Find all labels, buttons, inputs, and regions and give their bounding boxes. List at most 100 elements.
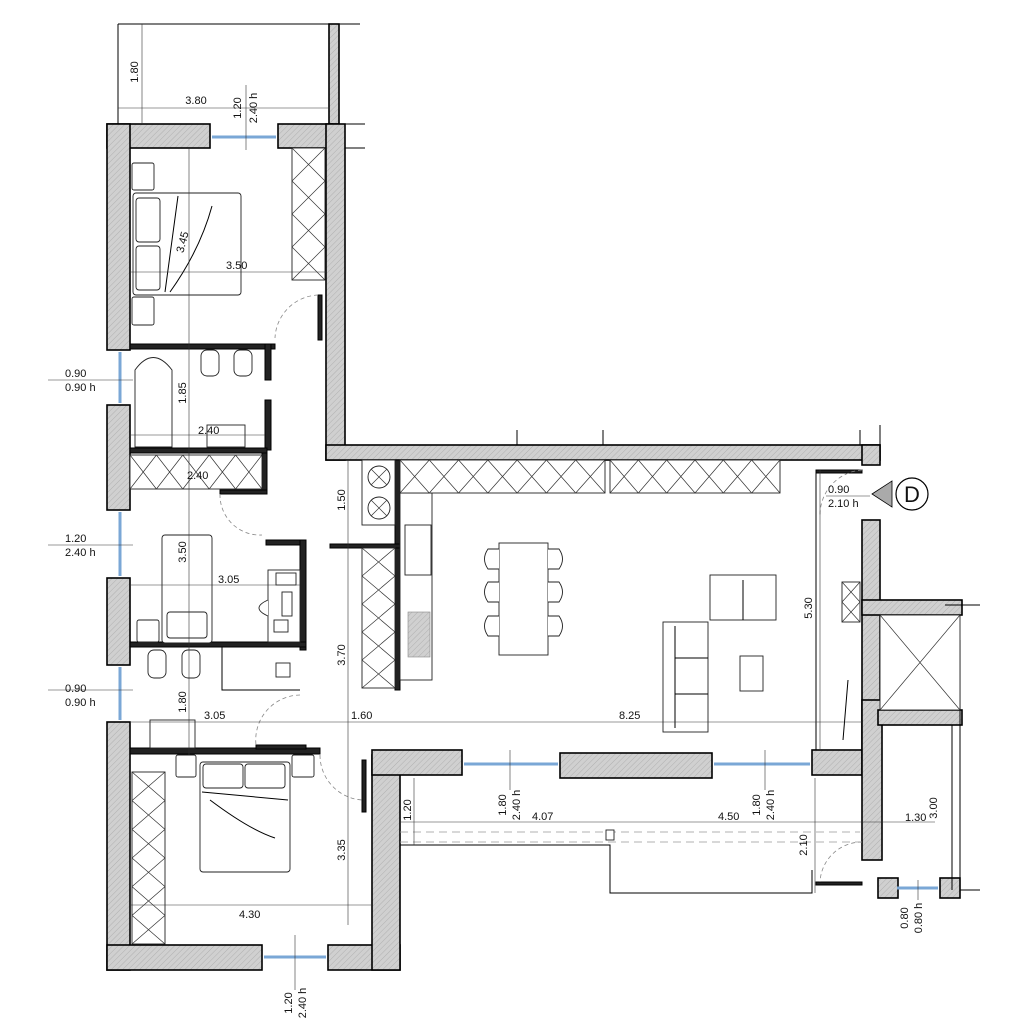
cabinet-cell (156, 454, 184, 490)
dim-label: 3.70 (336, 644, 348, 665)
dim-label: 0.90 (65, 368, 86, 380)
bathtub (134, 357, 173, 448)
dim-label: 3.45 (175, 230, 192, 254)
cabinet-cell (131, 771, 166, 801)
double-bed (199, 761, 291, 873)
dim-label: 2.10 (798, 834, 810, 855)
washbasin (206, 424, 246, 448)
nightstand (131, 296, 155, 326)
dim-label: 3.05 (218, 574, 239, 586)
dim-label: 3.80 (185, 95, 206, 107)
cabinet-cell (361, 603, 396, 633)
chair (258, 599, 269, 617)
dim-label: 1.20 (402, 799, 414, 820)
cabinet-cell (291, 180, 326, 215)
cabinet-cell (131, 886, 166, 916)
dim-label: 2.40 h (297, 988, 309, 1019)
chair (548, 581, 563, 603)
chair (548, 615, 563, 637)
dim-label: 3.05 (204, 710, 225, 722)
entrance-marker: D (871, 477, 929, 511)
entrance-arrow-icon (871, 480, 893, 508)
toilet (147, 649, 167, 679)
dim-label: 0.90 (65, 683, 86, 695)
door-swings (219, 294, 863, 883)
entrance-marker-letter: D (904, 482, 920, 507)
toilet (233, 349, 253, 377)
cabinet (131, 771, 166, 945)
bedroom-1 (131, 147, 326, 326)
cabinet (609, 459, 781, 494)
cabinet-cell (694, 459, 724, 494)
chair (484, 581, 499, 603)
chair (484, 548, 499, 570)
hall-wardrobe (129, 454, 263, 490)
cabinet-cell (609, 459, 639, 494)
bathroom-2 (147, 647, 300, 749)
dim-label: 2.40 (198, 425, 219, 437)
dim-label: 3.00 (928, 797, 940, 818)
cabinet-cell (131, 800, 166, 830)
bidet (200, 349, 220, 377)
dim-label: 0.80 h (913, 903, 925, 934)
cabinet-cell (182, 454, 210, 490)
chair (548, 548, 563, 570)
chair (484, 615, 499, 637)
dim-label: 8.25 (619, 710, 640, 722)
nightstand (131, 162, 155, 191)
cabinet-cell (723, 459, 752, 494)
elevator (879, 614, 961, 711)
dim-label: 1.80 (751, 794, 763, 815)
dim-label: 4.50 (718, 811, 739, 823)
cabinet-cell (291, 213, 326, 248)
interior-walls (129, 294, 863, 886)
dim-label: 1.85 (177, 382, 189, 403)
dim-label: 1.80 (177, 691, 189, 712)
wardrobe (131, 771, 166, 945)
cabinet-cell (666, 459, 696, 494)
dim-label: 2.40 h (248, 93, 260, 124)
dim-label: 0.90 (828, 484, 849, 496)
cabinet-cell (458, 459, 489, 494)
dim-label: 2.40 h (765, 790, 777, 821)
dim-label: 5.30 (803, 597, 815, 618)
coffee-table (739, 655, 764, 692)
washbasin (149, 719, 196, 749)
sink (404, 524, 432, 576)
dim-label: 2.40 h (65, 547, 96, 559)
bedroom-3 (131, 754, 315, 945)
dim-label: 1.80 (129, 61, 141, 82)
exterior-walls (106, 123, 963, 971)
cabinet (291, 147, 326, 281)
dim-label: 1.30 (905, 812, 926, 824)
dim-label: 3.35 (336, 839, 348, 860)
bathroom-1 (134, 349, 253, 448)
dimension-labels: 1.80 3.80 1.20 2.40 h 3.45 3.50 0.90 0.9… (65, 61, 940, 1018)
cabinet-cell (291, 246, 326, 281)
hob (407, 611, 431, 658)
dim-label: 2.40 (187, 470, 208, 482)
cabinet-cell (638, 459, 667, 494)
wardrobe (291, 147, 326, 281)
windows (118, 135, 938, 959)
dim-label: 2.40 h (511, 790, 523, 821)
cabinet-cell (361, 659, 396, 689)
cabinet-cell (516, 459, 547, 494)
cabinet-cell (131, 857, 166, 887)
dim-label: 0.80 (899, 907, 911, 928)
living-kitchen (361, 459, 861, 750)
dim-label: 1.20 (232, 97, 244, 118)
cabinet-cell (235, 454, 263, 490)
cabinet-cell (487, 459, 518, 494)
cabinet-cell (131, 829, 166, 859)
sofa-three-seat (662, 621, 709, 733)
bedroom-2 (136, 534, 301, 644)
cabinet-cell (429, 459, 459, 494)
cabinet-cell (208, 454, 236, 490)
cabinet-cell (131, 915, 166, 945)
cabinet-cell (361, 631, 396, 661)
cabinet-cell (546, 459, 576, 494)
dim-label: 1.20 (283, 992, 295, 1013)
cabinet-cell (361, 547, 396, 577)
